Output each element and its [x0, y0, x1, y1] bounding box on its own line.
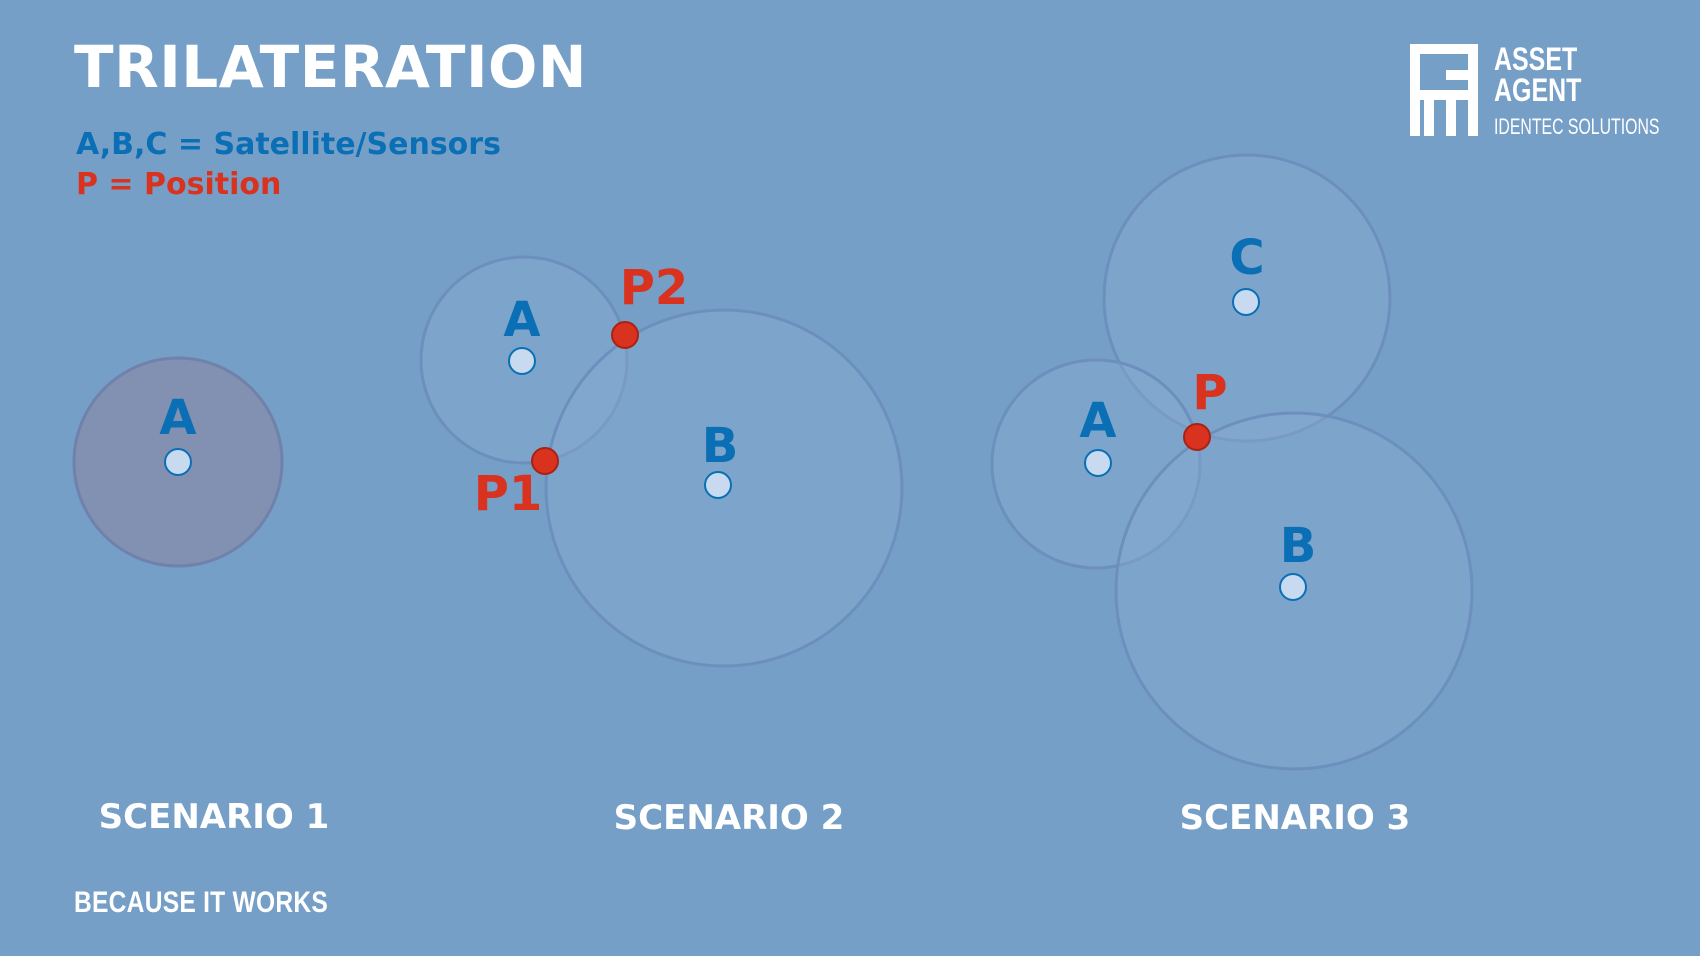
logo-line-1: ASSET — [1494, 41, 1578, 77]
slogan: BECAUSE IT WORKS — [74, 886, 329, 919]
sensor-dot-a — [1084, 449, 1112, 477]
position-label-p: P — [1192, 365, 1227, 421]
sensor-label-a: A — [1079, 393, 1116, 449]
sensor-dot-b — [704, 471, 732, 499]
logo-brand: ASSET AGENT — [1494, 41, 1582, 108]
asset-agent-logo-icon — [1410, 44, 1478, 136]
position-label-p1: P1 — [474, 466, 543, 522]
sensor-dot-a — [508, 347, 536, 375]
position-dot-p2 — [611, 321, 639, 349]
logo: ASSET AGENT IDENTEC SOLUTIONS — [1410, 41, 1659, 144]
scenario-label-1: SCENARIO 1 — [99, 797, 330, 837]
scenario-1: A SCENARIO 1 — [72, 356, 330, 837]
position-label-p2: P2 — [620, 260, 689, 316]
scenario-label-3: SCENARIO 3 — [1180, 798, 1411, 838]
sensor-label-b: B — [702, 418, 739, 474]
scenario-label-2: SCENARIO 2 — [614, 798, 845, 838]
sensor-label-c: C — [1229, 230, 1264, 286]
position-dot-p1 — [531, 447, 559, 475]
logo-line-2: AGENT — [1494, 72, 1582, 108]
logo-subtitle: IDENTEC SOLUTIONS — [1494, 114, 1660, 139]
sensor-dot-b — [1279, 573, 1307, 601]
scenario-2: A B P2 P1 SCENARIO 2 — [419, 255, 904, 838]
sensor-label-a: A — [159, 390, 196, 446]
scenario-3: C A B P SCENARIO 3 — [990, 153, 1474, 838]
sensor-dot-a — [164, 448, 192, 476]
legend-sensors: A,B,C = Satellite/Sensors — [76, 127, 501, 162]
position-dot-p — [1183, 423, 1211, 451]
sensor-dot-c — [1232, 288, 1260, 316]
page-title: TRILATERATION — [74, 33, 587, 101]
sensor-label-b: B — [1280, 518, 1317, 574]
legend-position: P = Position — [76, 167, 282, 202]
sensor-label-a: A — [503, 292, 540, 348]
